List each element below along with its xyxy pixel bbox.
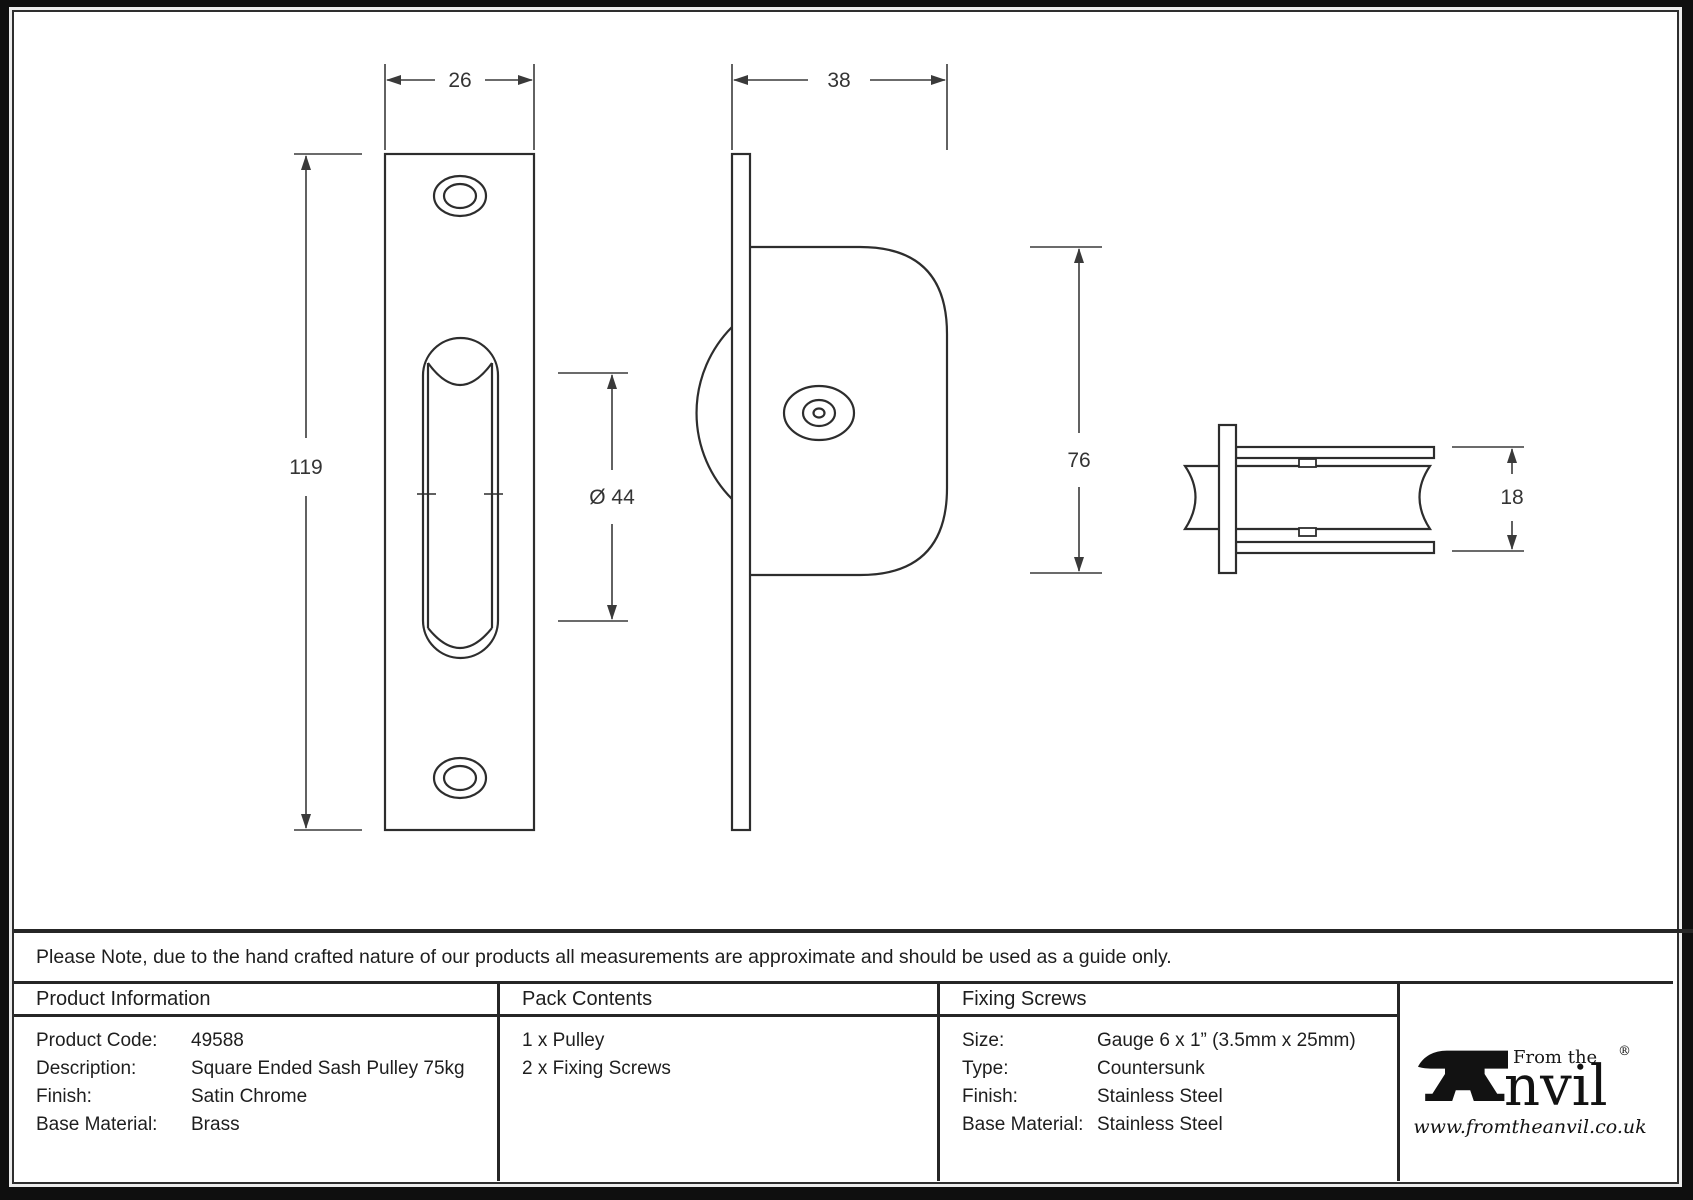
row-label: Type: xyxy=(962,1058,1009,1079)
front-faceplate xyxy=(383,152,536,832)
side-view xyxy=(695,152,949,832)
side-body xyxy=(750,245,949,577)
row-label: Base Material: xyxy=(962,1114,1084,1135)
from-the-anvil-logo: From the nvil ® www.fromtheanvil.co.uk xyxy=(1413,1044,1646,1138)
datasheet-content: 26 38 119 Ø 44 76 18 Please Note, due to… xyxy=(9,7,1693,1187)
anvil-icon xyxy=(1417,1050,1508,1101)
row-value: 49588 xyxy=(191,1030,244,1051)
top-wheel-pin-lower xyxy=(1298,527,1317,537)
row-label: Finish: xyxy=(962,1086,1018,1107)
dimension-labels: 26 38 119 Ø 44 76 18 xyxy=(289,69,1523,509)
table-row: Product Code: 49588 xyxy=(36,1027,491,1055)
front-wheel-top-arc xyxy=(427,362,493,387)
row-label: Finish: xyxy=(36,1086,92,1107)
table-row: Base Material: Stainless Steel xyxy=(962,1111,1391,1139)
top-wheel-pin-upper xyxy=(1298,458,1317,468)
front-top-screw-hole xyxy=(432,174,488,218)
dim-front-width: 26 xyxy=(448,69,471,92)
table-row: Description: Square Ended Sash Pulley 75… xyxy=(36,1055,491,1083)
dimension-lines xyxy=(294,64,1524,831)
row-value: Square Ended Sash Pulley 75kg xyxy=(191,1058,465,1079)
pack-item: 1 x Pulley xyxy=(522,1030,605,1051)
pack-contents-body: 1 x Pulley 2 x Fixing Screws xyxy=(497,1017,937,1181)
top-wheel xyxy=(1182,464,1433,531)
front-slot xyxy=(421,336,500,660)
row-label: Description: xyxy=(36,1058,137,1079)
brand-logo-cell: From the nvil ® www.fromtheanvil.co.uk xyxy=(1397,984,1673,1181)
logo-from-the: From the xyxy=(1513,1047,1597,1068)
side-axle-outer xyxy=(782,384,856,442)
fixing-screws-body: Size: Gauge 6 x 1” (3.5mm x 25mm) Type: … xyxy=(937,1017,1397,1181)
top-housing-rail-lower xyxy=(1234,540,1436,555)
measurement-note-text: Please Note, due to the hand crafted nat… xyxy=(36,945,1172,968)
row-value: Stainless Steel xyxy=(1097,1086,1223,1107)
row-value: Stainless Steel xyxy=(1097,1114,1223,1135)
top-faceplate xyxy=(1217,423,1238,575)
dim-front-height: 119 xyxy=(289,456,322,479)
table-row: Size: Gauge 6 x 1” (3.5mm x 25mm) xyxy=(962,1027,1391,1055)
table-row: Finish: Satin Chrome xyxy=(36,1083,491,1111)
dim-side-depth: 38 xyxy=(827,69,850,92)
dim-wheel-width: 18 xyxy=(1500,486,1523,509)
side-faceplate xyxy=(730,152,752,832)
front-bottom-screw-hole xyxy=(432,756,488,800)
dim-wheel-diameter: Ø 44 xyxy=(589,486,635,509)
dim-body-height: 76 xyxy=(1067,449,1090,472)
top-view xyxy=(1182,423,1436,575)
product-information-header: Product Information xyxy=(14,984,497,1017)
row-value: Gauge 6 x 1” (3.5mm x 25mm) xyxy=(1097,1030,1356,1051)
row-label: Base Material: xyxy=(36,1114,158,1135)
technical-drawing: 26 38 119 Ø 44 76 18 xyxy=(289,64,1524,832)
logo-anvil-word: nvil xyxy=(1504,1054,1608,1119)
pack-contents-header: Pack Contents xyxy=(497,984,937,1017)
spec-table: Product Information Pack Contents Fixing… xyxy=(14,981,1673,1181)
table-row: Base Material: Brass xyxy=(36,1111,491,1139)
row-label: Size: xyxy=(962,1030,1005,1051)
row-value: Brass xyxy=(191,1114,240,1135)
logo-registered-mark: ® xyxy=(1618,1044,1631,1059)
row-value: Satin Chrome xyxy=(191,1086,308,1107)
logo-url: www.fromtheanvil.co.uk xyxy=(1413,1116,1646,1138)
front-wheel-bottom-arc xyxy=(427,627,493,650)
table-row: Type: Countersunk xyxy=(962,1055,1391,1083)
top-housing-rail-upper xyxy=(1234,445,1436,460)
front-view xyxy=(383,152,536,832)
row-value: Countersunk xyxy=(1097,1058,1205,1079)
product-information-body: Product Code: 49588 Description: Square … xyxy=(14,1017,497,1181)
measurement-note: Please Note, due to the hand crafted nat… xyxy=(14,929,1693,981)
side-wheel-bulge xyxy=(695,326,733,500)
pack-item: 2 x Fixing Screws xyxy=(522,1058,671,1079)
row-label: Product Code: xyxy=(36,1030,158,1051)
fixing-screws-header: Fixing Screws xyxy=(937,984,1397,1017)
table-row: Finish: Stainless Steel xyxy=(962,1083,1391,1111)
